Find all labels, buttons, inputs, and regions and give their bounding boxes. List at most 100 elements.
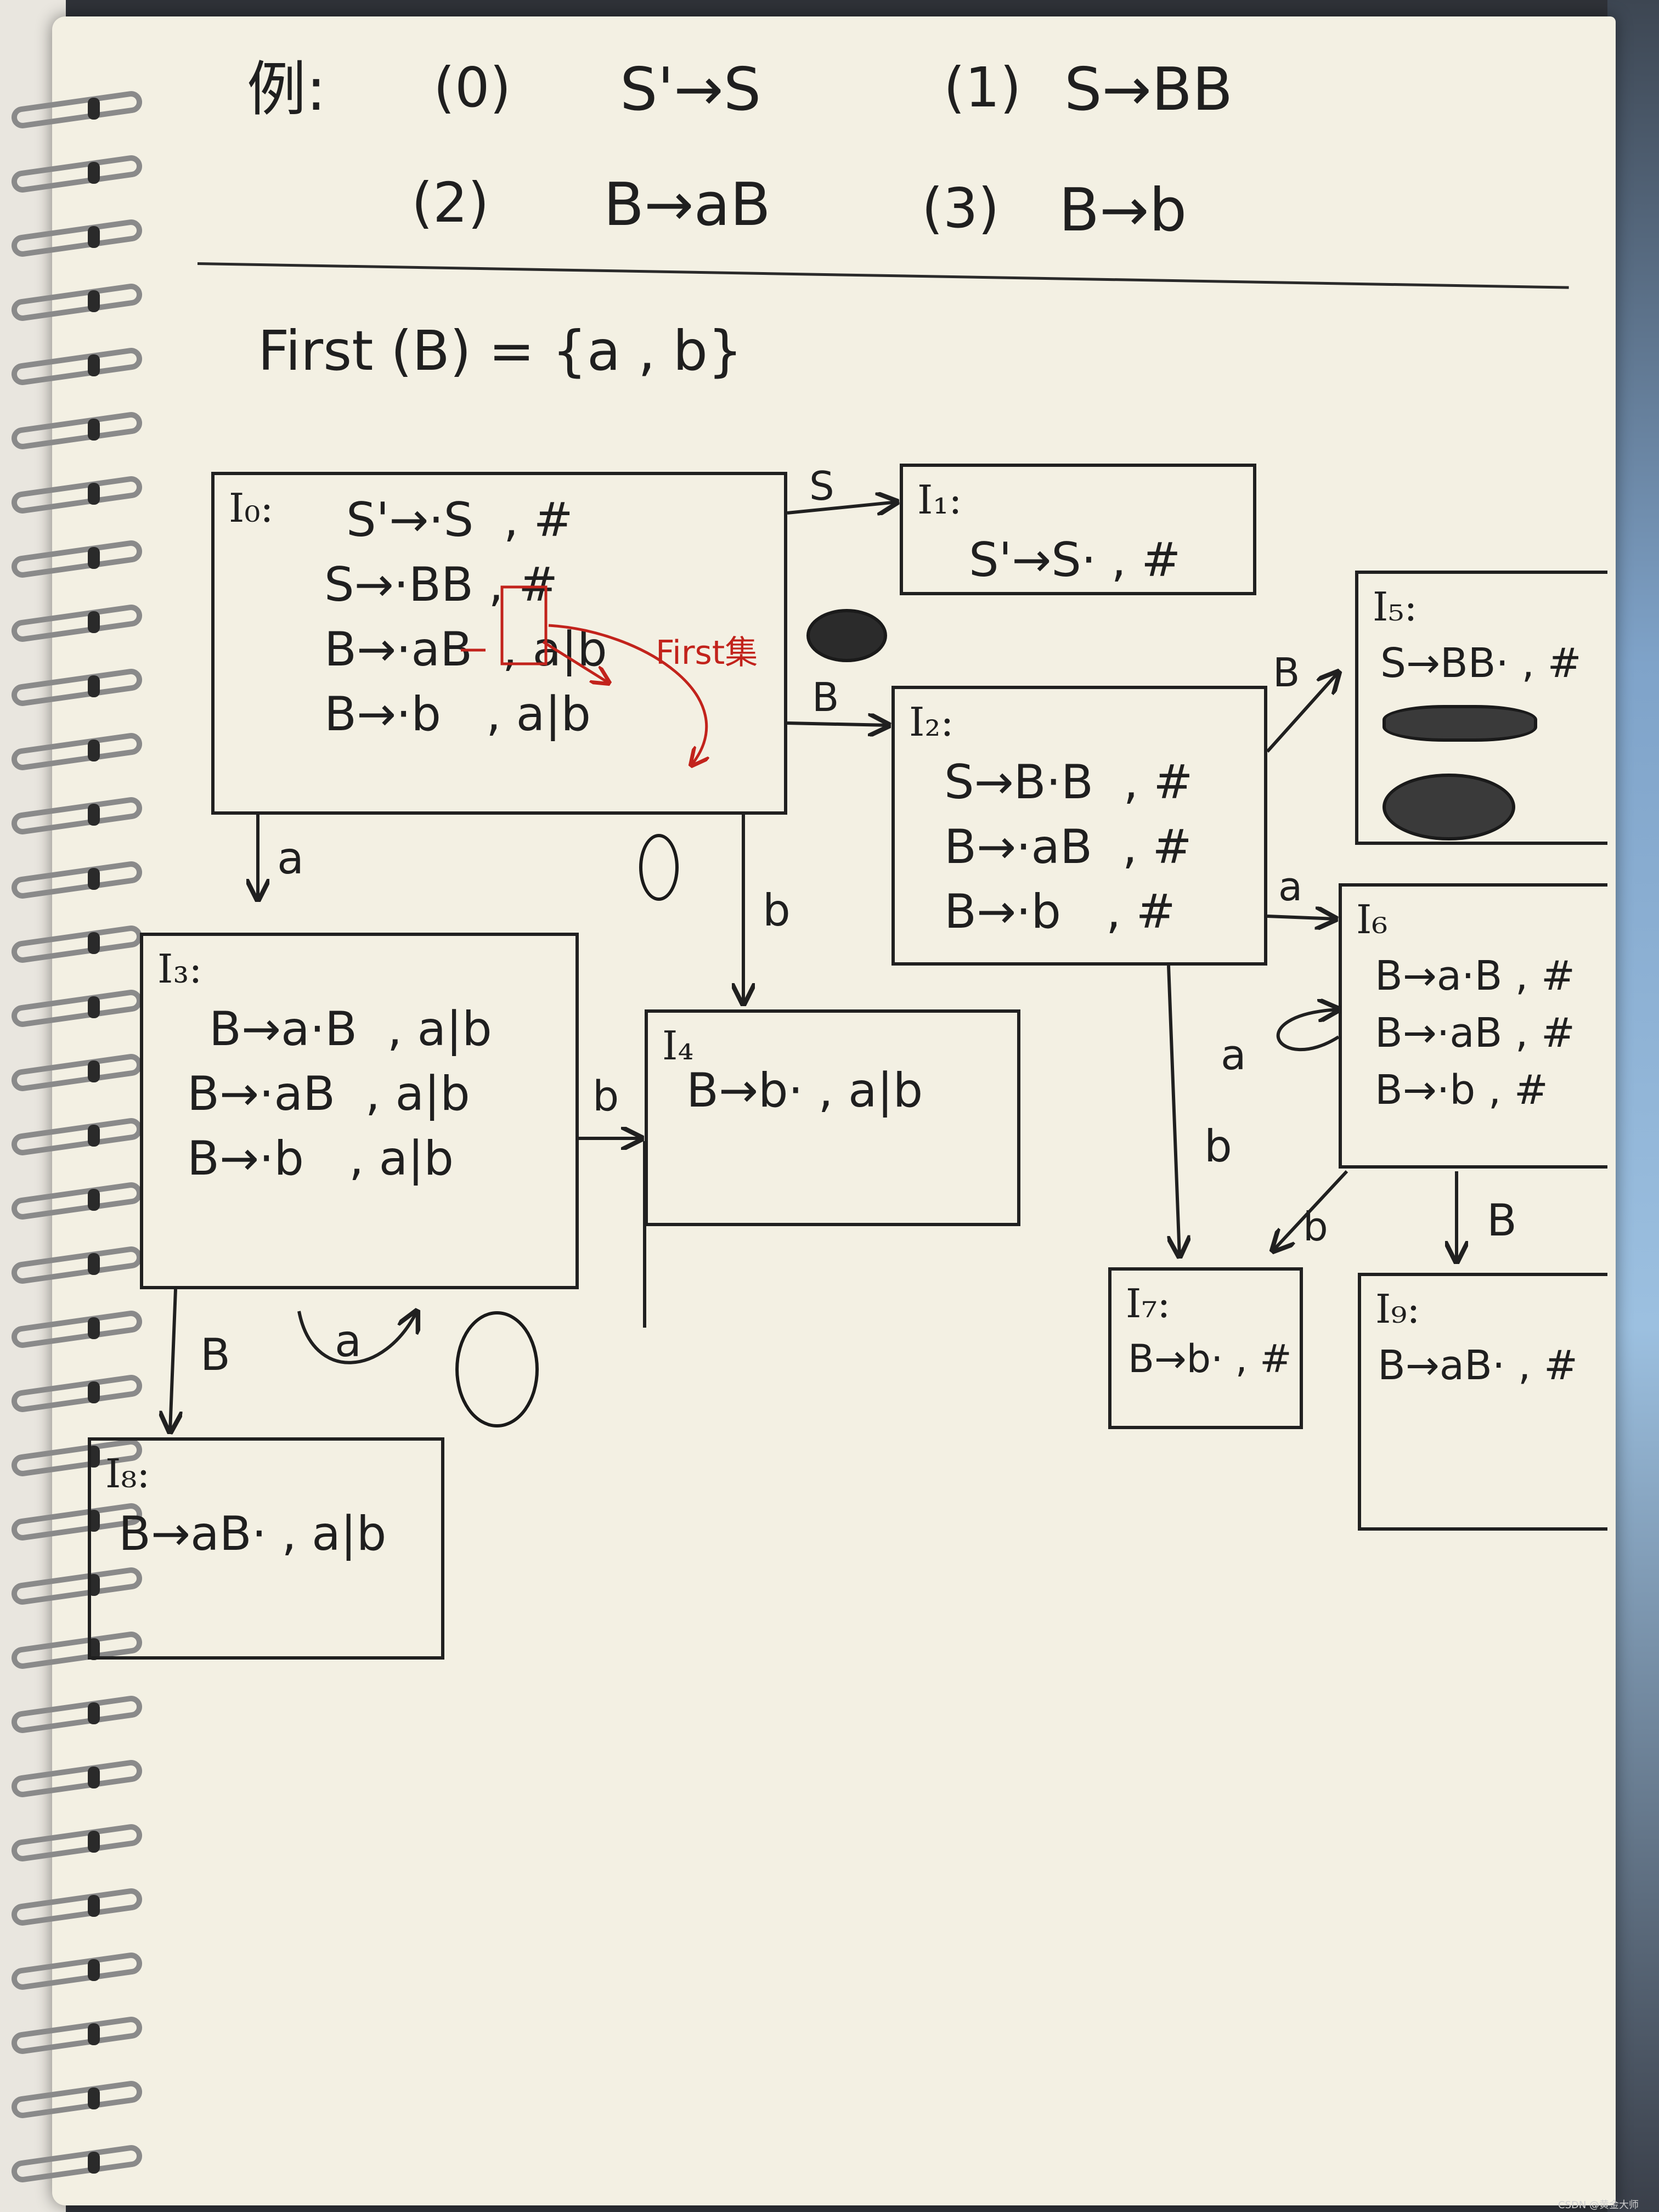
arrow-I0-I1 (787, 502, 897, 513)
state-I0-label: I₀: (229, 485, 274, 531)
state-I6-label: I₆ (1356, 896, 1388, 943)
spiral-hole (88, 1767, 100, 1788)
transition-label-I0-I1: S (809, 463, 834, 509)
transition-label-I2-I7: b (1204, 1121, 1232, 1172)
spiral-hole (88, 868, 100, 890)
spiral-hole (88, 932, 100, 954)
state-I8: I₈: B→aB· , a|b (88, 1437, 444, 1660)
spiral-hole (88, 98, 100, 120)
spiral-hole (88, 2087, 100, 2109)
state-I5: I₅: S→BB· , # (1355, 571, 1607, 845)
state-I6: I₆ B→a·B , # B→·aB , # B→·b , # (1339, 883, 1607, 1169)
spiral-hole (88, 804, 100, 826)
production-3: B→b (1059, 176, 1187, 245)
state-I5-label: I₅: (1373, 584, 1418, 630)
item: B→a·B , # (1375, 952, 1575, 1000)
transition-label-I3-I8: B (200, 1329, 230, 1380)
first-set-arrow (542, 640, 609, 683)
transition-label-I0-I3: a (277, 833, 304, 884)
state-I3-label: I₃: (157, 946, 202, 992)
spiral-hole (88, 419, 100, 441)
spiral-hole (88, 483, 100, 505)
item: B→a·B , a|b (209, 1002, 492, 1057)
scribble-mark (639, 834, 679, 901)
production-0-number: (0) (433, 55, 511, 120)
item: S→B·B , # (944, 755, 1193, 810)
item: B→·b , # (1375, 1066, 1548, 1114)
state-I1: I₁: S'→S· , # (900, 464, 1256, 595)
watermark: CSDN @黄金大师 (1558, 2199, 1639, 2211)
item: S→BB· , # (1380, 640, 1582, 687)
item: B→·b , a|b (187, 1131, 454, 1186)
first-set-arrow (548, 624, 707, 765)
spiral-hole (88, 740, 100, 761)
item: B→·aB , # (944, 820, 1192, 874)
spiral-hole (88, 1702, 100, 1724)
example-label: 例: (247, 55, 326, 124)
scribble-mark (806, 609, 887, 662)
production-2: B→aB (603, 171, 771, 239)
state-I2: I₂: S→B·B , # B→·aB , # B→·b , # (891, 686, 1267, 966)
first-set-box (500, 585, 548, 665)
transition-label-I6-I9: B (1487, 1195, 1517, 1246)
arrow-I3-I8 (170, 1289, 176, 1432)
item: S'→·S , # (346, 493, 573, 548)
transition-label-I6-I7: b (1303, 1204, 1328, 1250)
production-0: S'→S (620, 55, 761, 124)
spiral-hole (88, 162, 100, 184)
spiral-hole (88, 611, 100, 633)
arrow-I6-self (1276, 1009, 1339, 1052)
transition-label-I2-I6: a (1278, 864, 1303, 910)
transition-label-I0-I4: b (763, 885, 791, 936)
notebook-cover-edge (1607, 0, 1659, 2212)
production-2-number: (2) (411, 171, 489, 235)
spiral-hole (88, 547, 100, 569)
item: B→·aB , # (1375, 1009, 1575, 1057)
state-I7-label: I₇: (1126, 1280, 1171, 1327)
item: B→·b , a|b (324, 687, 591, 742)
spiral-hole (88, 1831, 100, 1853)
spiral-hole (88, 226, 100, 248)
spiral-hole (88, 1253, 100, 1275)
state-I8-label: I₈: (105, 1451, 150, 1497)
item: B→b· , # (1128, 1336, 1292, 1381)
item: B→aB· , a|b (119, 1506, 387, 1561)
transition-label-I2-I5: B (1273, 650, 1300, 696)
scribble-mark (455, 1311, 539, 1427)
spiral-hole (88, 675, 100, 697)
state-I3: I₃: B→a·B , a|b B→·aB , a|b B→·b , a|b (140, 933, 579, 1289)
spiral-hole (88, 1125, 100, 1147)
state-I4-label: I₄ (662, 1023, 694, 1069)
state-I7: I₇: B→b· , # (1108, 1267, 1303, 1429)
arrow-I6-I7 (1273, 1170, 1348, 1251)
spiral-hole (88, 2023, 100, 2045)
arrow-I2-I6 (1267, 916, 1336, 919)
item: B→b· , a|b (686, 1063, 923, 1118)
state-I2-label: I₂: (909, 699, 954, 745)
arrow-I0-I2 (787, 723, 889, 725)
item: B→·b , # (944, 884, 1176, 939)
spiral-hole (88, 1959, 100, 1981)
item: B→aB· , # (1378, 1342, 1578, 1389)
crossed-out-text (1383, 774, 1515, 840)
spiral-hole (88, 996, 100, 1018)
state-I9: I₉: B→aB· , # (1358, 1273, 1607, 1531)
spiral-hole (88, 1381, 100, 1403)
first-set-annotation: First集 (656, 634, 758, 672)
spiral-hole (88, 1895, 100, 1917)
spiral-hole (88, 2152, 100, 2174)
first-set: First (B) = {a , b} (258, 319, 743, 383)
spiral-hole (88, 290, 100, 312)
production-1: S→BB (1064, 55, 1233, 124)
arrow-I2-I5 (1266, 672, 1339, 753)
notebook-page (52, 16, 1616, 2205)
state-I9-label: I₉: (1375, 1286, 1420, 1332)
state-I1-label: I₁: (917, 477, 962, 523)
item: B→·aB , a|b (187, 1066, 470, 1121)
spiral-hole (88, 1189, 100, 1211)
transition-label-I6-self: a (1221, 1030, 1246, 1079)
item: S→·BB , # (324, 557, 558, 612)
arrow-I2-I7 (1167, 965, 1180, 1256)
crossed-out-text (1383, 705, 1537, 742)
